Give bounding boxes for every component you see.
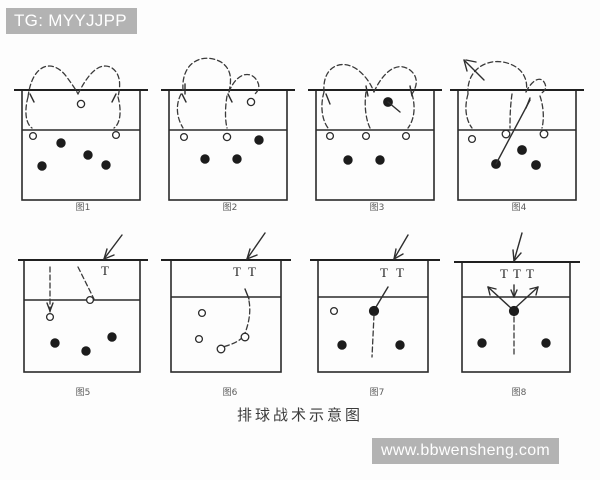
figure-8-diagram: T T T — [454, 232, 580, 373]
figure-1-caption: 图1 — [75, 203, 91, 213]
figure-5-t-marker-1: T — [101, 263, 109, 278]
figure-5: T 图5 — [8, 227, 158, 402]
figure-8-t-marker-3: T — [526, 266, 534, 281]
figure-3-diagram — [308, 63, 442, 201]
figure-3: 图3 — [302, 42, 452, 217]
watermark-top-left: TG: MYYJJPP — [6, 8, 137, 34]
figure-6-t-marker-2: T — [248, 264, 256, 279]
figure-1: 图1 — [8, 42, 158, 217]
figure-7-t-marker-1: T — [380, 265, 388, 280]
figure-8: T T T 图8 — [444, 227, 594, 402]
figure-row-1: 图1 — [0, 42, 600, 217]
watermark-bottom-right-text: www.bbwensheng.com — [381, 442, 551, 459]
figure-8-t-marker-2: T — [513, 266, 521, 281]
watermark-bottom-right: www.bbwensheng.com — [372, 438, 560, 464]
figure-8-caption: 图8 — [511, 388, 527, 398]
figure-5-caption: 图5 — [75, 388, 91, 398]
figure-6: T T 图6 — [155, 227, 305, 402]
figure-3-caption: 图3 — [369, 203, 385, 213]
figure-6-t-marker-1: T — [233, 264, 241, 279]
figure-6-caption: 图6 — [222, 388, 238, 398]
figure-7-caption: 图7 — [369, 388, 385, 398]
main-caption: 排球战术示意图 — [236, 406, 363, 424]
figure-2-diagram — [161, 57, 295, 201]
figure-grid: 图1 — [0, 42, 600, 398]
figure-5-diagram: T — [18, 234, 148, 373]
figure-6-diagram: T T — [161, 232, 291, 373]
figure-row-2: T 图5 — [0, 227, 600, 402]
figure-2: 图2 — [155, 42, 305, 217]
figure-7-t-marker-2: T — [396, 265, 404, 280]
figure-2-caption: 图2 — [222, 203, 238, 213]
watermark-top-left-text: TG: MYYJJPP — [14, 11, 127, 30]
figure-4-diagram — [450, 59, 584, 201]
figure-7-diagram: T T — [310, 234, 440, 373]
figure-7: T T 图7 — [302, 227, 452, 402]
figure-4-caption: 图4 — [511, 203, 527, 213]
figure-8-t-marker-1: T — [500, 266, 508, 281]
figure-4: 图4 — [444, 42, 594, 217]
figure-1-diagram — [14, 65, 148, 201]
